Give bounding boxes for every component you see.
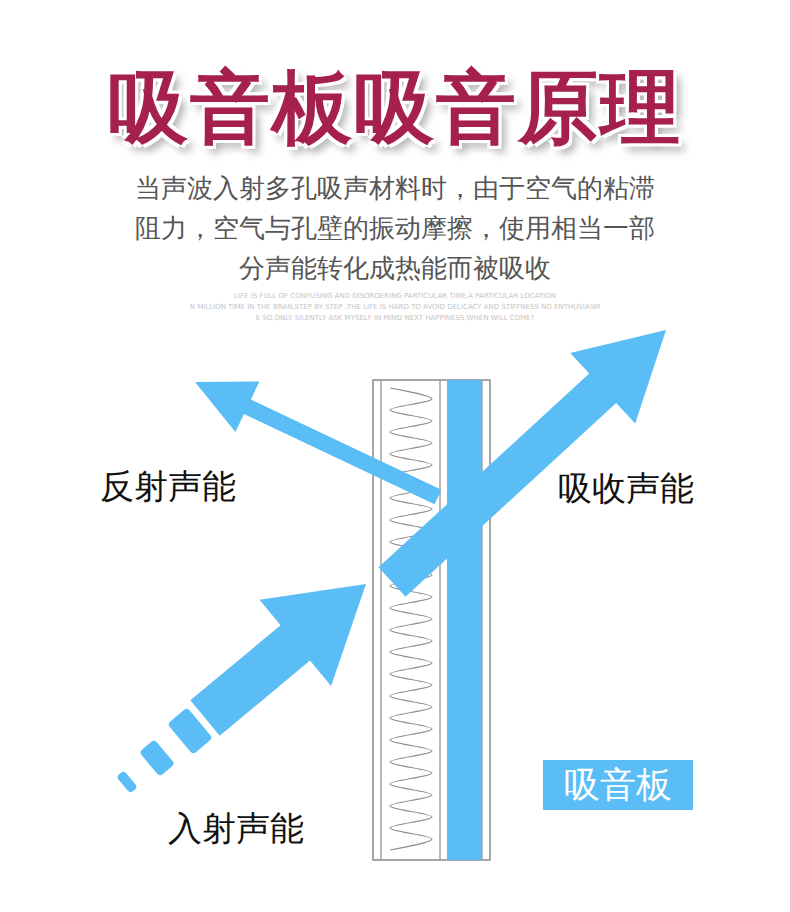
incident-arrow	[190, 584, 366, 736]
box-text: 吸音板	[564, 760, 672, 810]
panel-layer-line	[380, 380, 381, 860]
absorbed-arrow	[379, 330, 667, 597]
panel-layer-line	[439, 380, 440, 860]
sound-arrows	[116, 330, 666, 794]
panel-board	[447, 380, 482, 860]
label-box: 吸音板	[543, 760, 693, 810]
panel-outline	[373, 380, 490, 860]
absorber-panel	[373, 380, 490, 860]
incident-tail-dash	[116, 770, 138, 793]
description: 当声波入射多孔吸声材料时，由于空气的粘滞 阻力，空气与孔壁的振动摩擦，使用相当一…	[95, 168, 695, 288]
incident-tail-dash	[139, 739, 175, 776]
watermark: LIFE IS FULL OF CONFUSING AND DISORDERIN…	[0, 291, 790, 301]
page-title: 吸音板吸音原理	[0, 58, 790, 158]
incident-label: 入射声能	[168, 808, 338, 848]
reflected-label: 反射声能	[100, 466, 270, 506]
watermark: N MILLION TIME IN THE BRAN,STEP BY STEP …	[0, 302, 790, 312]
incident-tail-dash	[167, 707, 213, 754]
absorbed-label: 吸收声能	[558, 468, 728, 508]
watermark: E SO,ONLY SILENTLY ASK MYSELF IN MIND NE…	[0, 313, 790, 323]
porous-material	[390, 388, 432, 850]
